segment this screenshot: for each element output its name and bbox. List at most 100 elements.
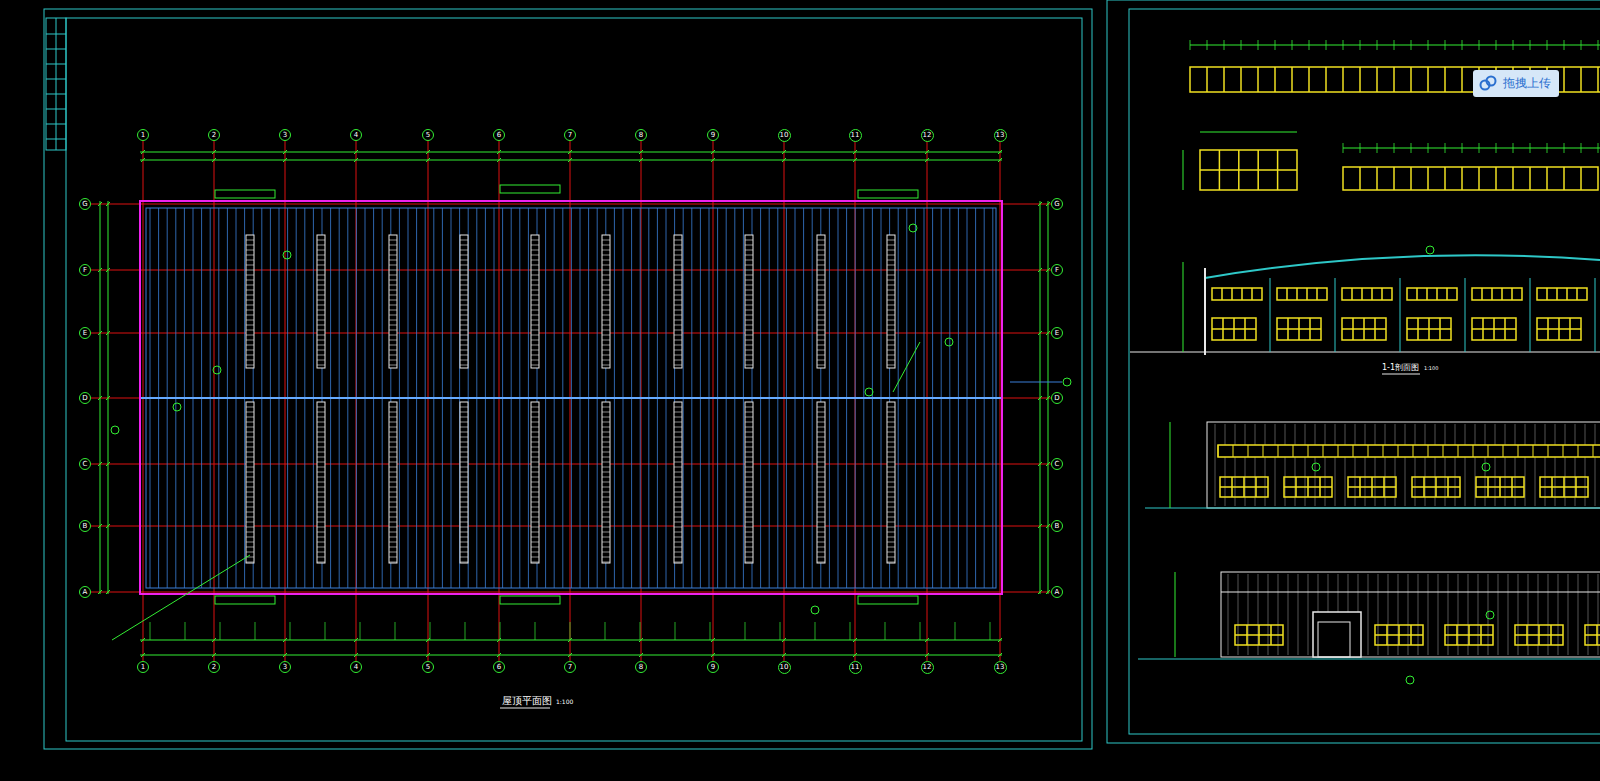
dimension-extension — [710, 622, 711, 640]
sheet-inner-frame — [66, 18, 1082, 741]
skylight-bar — [674, 325, 682, 326]
skylight-bar — [887, 537, 895, 538]
wall-panel — [1445, 424, 1446, 506]
dimension-tick — [497, 158, 501, 162]
skylight-bar — [389, 260, 397, 261]
dimension-tick — [426, 653, 430, 657]
axis-bubble: E — [79, 327, 91, 339]
axis-number: 5 — [426, 664, 430, 671]
skylight-bar — [460, 330, 468, 331]
skylight-bar — [317, 487, 325, 488]
ground-line — [1145, 508, 1600, 509]
skylight-bar — [887, 507, 895, 508]
gutter-detail — [500, 185, 560, 193]
window-mullion — [1444, 67, 1446, 92]
skylight-bar — [674, 412, 682, 413]
skylight-bar — [674, 452, 682, 453]
skylight-bar — [460, 492, 468, 493]
skylight-bar — [531, 527, 539, 528]
wall-panel — [1478, 574, 1479, 655]
dimension-tick — [1411, 40, 1412, 50]
skylight-bar — [246, 305, 254, 306]
skylight-bar — [531, 260, 539, 261]
wall-panel — [1498, 574, 1499, 655]
skylight-bar — [602, 422, 610, 423]
window-mullion — [1491, 288, 1493, 300]
skylight-bar — [460, 340, 468, 341]
title-underline — [1382, 374, 1420, 375]
window-frame — [1212, 288, 1262, 300]
skylight-bar — [817, 492, 825, 493]
skylight-bar — [246, 517, 254, 518]
skylight-bar — [460, 412, 468, 413]
skylight-bar — [674, 437, 682, 438]
dimension-tick — [782, 150, 786, 154]
window-frame — [1540, 477, 1588, 497]
skylight-bar — [745, 557, 753, 558]
skylight-bar — [602, 250, 610, 251]
skylight-bar — [531, 422, 539, 423]
dimension-tick — [212, 638, 216, 642]
skylight-bar — [246, 335, 254, 336]
skylight-bar — [246, 255, 254, 256]
skylight-bar — [531, 457, 539, 458]
skylight-bar — [745, 457, 753, 458]
skylight-bar — [887, 427, 895, 428]
axis-bubble: A — [79, 586, 91, 598]
dimension-tick — [141, 653, 145, 657]
skylight-bar — [887, 447, 895, 448]
title-block — [46, 18, 66, 150]
dimension-tick — [354, 638, 358, 642]
skylight-bar — [887, 360, 895, 361]
skylight-bar — [602, 482, 610, 483]
skylight-bar — [602, 285, 610, 286]
skylight-bar — [745, 562, 753, 563]
skylight-bar — [817, 330, 825, 331]
axis-number: 11 — [851, 132, 860, 139]
skylight-bar — [460, 487, 468, 488]
skylight-bar — [817, 310, 825, 311]
axis-bubble: 9 — [707, 661, 719, 673]
dimension-tick — [998, 638, 1002, 642]
frame-column — [1465, 278, 1466, 352]
wall-panel — [1405, 424, 1406, 506]
skylight-bar — [887, 437, 895, 438]
skylight-bar — [531, 310, 539, 311]
window-frame — [1348, 477, 1396, 497]
elevation-outline — [1221, 572, 1600, 657]
frame-column — [1270, 278, 1271, 352]
axis-bubble: 4 — [350, 661, 362, 673]
wall-panel — [1575, 424, 1576, 506]
leader-line — [112, 555, 250, 640]
skylight-bar — [887, 407, 895, 408]
dimension-tick — [497, 638, 501, 642]
skylight-bar — [531, 325, 539, 326]
window-transom — [1235, 634, 1283, 636]
dimension-tick — [354, 653, 358, 657]
skylight-bar — [460, 270, 468, 271]
skylight-bar — [745, 527, 753, 528]
skylight-bar — [246, 310, 254, 311]
skylight-bar — [817, 462, 825, 463]
axis-line — [91, 204, 1051, 205]
wall-panel — [1488, 574, 1489, 655]
skylight-bar — [460, 280, 468, 281]
dimension-tick — [639, 638, 643, 642]
skylight-bar — [674, 497, 682, 498]
wall-panel — [1385, 424, 1386, 506]
wall-panel — [1288, 574, 1289, 655]
skylight-bar — [817, 300, 825, 301]
window-transom — [1375, 634, 1423, 636]
skylight-bar — [246, 447, 254, 448]
skylight-bar — [389, 310, 397, 311]
skylight-bar — [745, 432, 753, 433]
wall-panel — [1428, 574, 1429, 655]
skylight-bar — [317, 432, 325, 433]
skylight-bar — [389, 492, 397, 493]
window-frame — [1537, 318, 1581, 340]
gutter-detail — [215, 190, 275, 198]
axis-bubble: G — [79, 198, 91, 210]
skylight — [531, 235, 539, 368]
dimension-extension — [535, 622, 536, 640]
axis-number: 7 — [568, 664, 572, 671]
